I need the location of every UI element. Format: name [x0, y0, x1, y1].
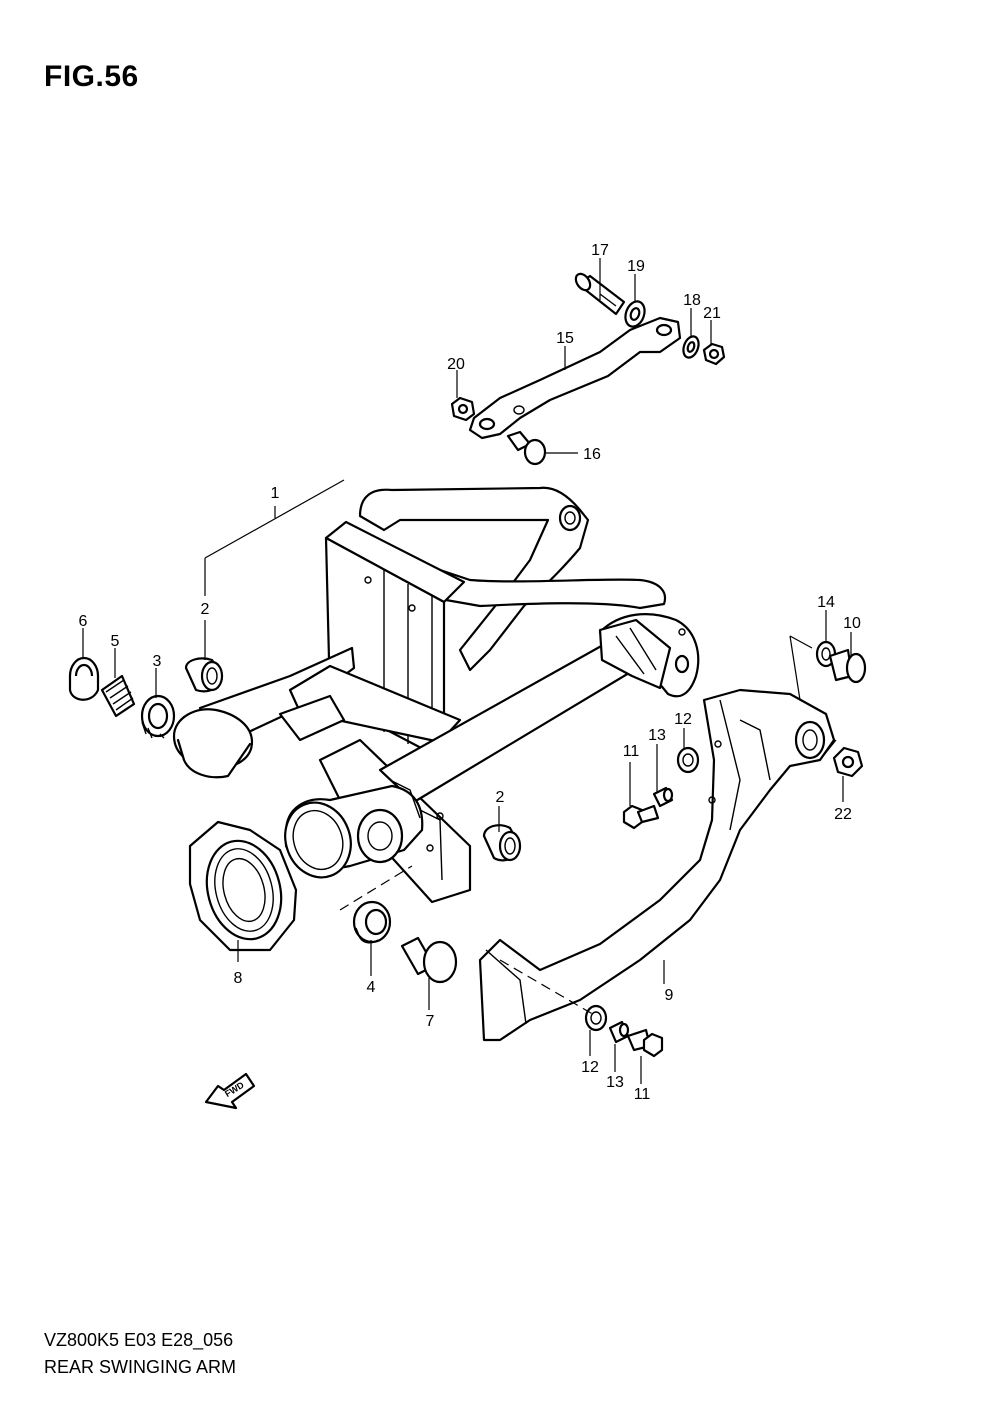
- callout-12-upper: 12: [674, 711, 692, 728]
- spacer-13-lower: [608, 1020, 630, 1044]
- pivot-shaft-7: [400, 936, 458, 984]
- bolt-11-upper: [622, 804, 660, 830]
- figure-caption: REAR SWINGING ARM: [44, 1357, 237, 1377]
- bolt-17: [574, 272, 626, 316]
- bolt-11-lower: [626, 1028, 664, 1058]
- callout-2-lower: 2: [496, 789, 505, 806]
- swinging-arm-1: [172, 486, 700, 904]
- callout-11-upper: 11: [623, 743, 640, 760]
- callout-15: 15: [556, 330, 574, 347]
- bolt-16: [506, 430, 547, 466]
- boot-8: [188, 820, 298, 952]
- callout-16: 16: [583, 446, 601, 463]
- torque-link-assembly: [450, 272, 726, 466]
- figure-title: FIG.56: [44, 60, 139, 93]
- callout-18: 18: [683, 292, 701, 309]
- nut-20: [450, 396, 476, 422]
- callout-8: 8: [234, 970, 243, 987]
- fwd-arrow-icon: FWD: [204, 1072, 256, 1110]
- callout-20: 20: [447, 356, 465, 373]
- adjusting-bolt-5: [100, 674, 136, 718]
- callout-21: 21: [703, 305, 721, 322]
- brake-arm-9: [478, 688, 836, 1042]
- callout-labels: 1 2 2 3 4 5 6 7 8 9 10 11 11 12 12 13 13…: [79, 242, 861, 1103]
- bushing-2-lower: [482, 824, 522, 862]
- callout-17: 17: [591, 242, 609, 259]
- callout-13-upper: 13: [648, 727, 666, 744]
- torque-link-15: [468, 316, 682, 440]
- bearing-4: [352, 900, 392, 944]
- callout-3: 3: [153, 653, 162, 670]
- callout-22: 22: [834, 806, 852, 823]
- nut-21: [702, 342, 726, 366]
- callout-9: 9: [665, 987, 674, 1004]
- bush-12-upper: [676, 746, 700, 774]
- leader-lines: [82, 258, 852, 1084]
- callout-1: 1: [271, 485, 280, 502]
- nut-22: [832, 746, 864, 778]
- callout-4: 4: [367, 979, 376, 996]
- callout-12-lower: 12: [581, 1059, 599, 1076]
- callout-19: 19: [627, 258, 645, 275]
- callout-14: 14: [817, 594, 835, 611]
- callout-5: 5: [111, 633, 120, 650]
- bearing-3: [140, 694, 176, 739]
- bushing-2-upper: [184, 657, 224, 693]
- callout-6: 6: [79, 613, 88, 630]
- callout-10: 10: [843, 615, 861, 632]
- callout-13-lower: 13: [606, 1074, 624, 1091]
- washer-18: [682, 335, 700, 359]
- washer-19: [624, 300, 646, 328]
- bolt-10: [828, 648, 867, 684]
- lock-nut-6: [68, 656, 100, 701]
- callout-7: 7: [426, 1013, 435, 1030]
- spacer-13-upper: [652, 786, 674, 808]
- callout-11-lower: 11: [634, 1086, 651, 1103]
- leader-1: [204, 479, 345, 559]
- bush-12-lower: [584, 1004, 608, 1032]
- model-code: VZ800K5 E03 E28_056: [44, 1330, 234, 1350]
- callout-2-upper: 2: [201, 601, 210, 618]
